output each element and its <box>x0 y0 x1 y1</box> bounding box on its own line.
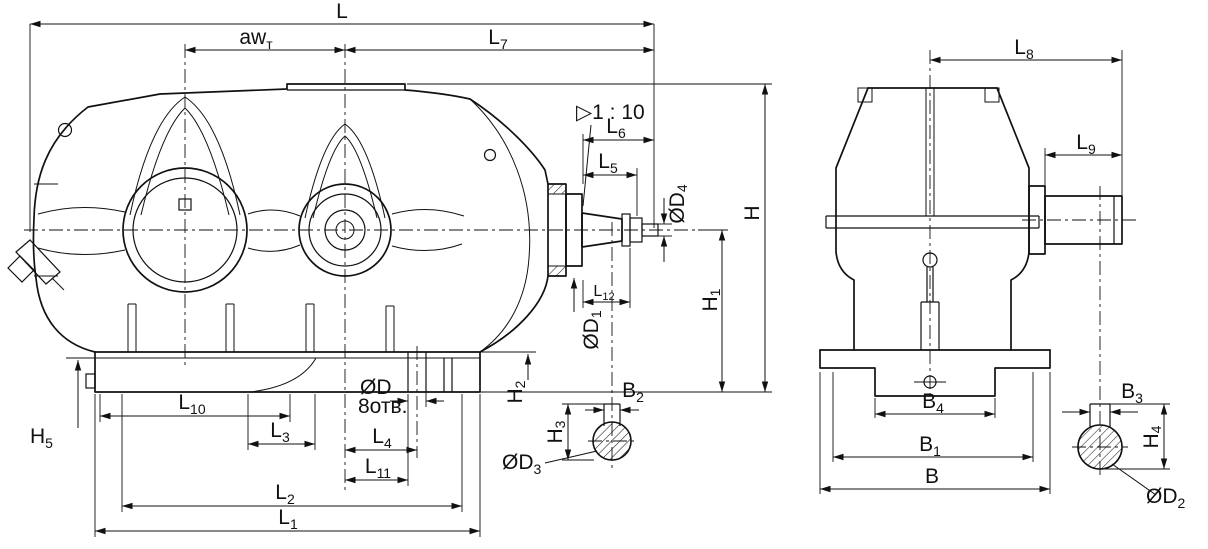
dim-label-d: ØD <box>360 376 392 399</box>
dimension-lines <box>30 20 1168 535</box>
left-view <box>7 83 659 461</box>
housing-end-outline <box>825 87 1040 351</box>
dim-label-h3: H3 <box>544 420 568 443</box>
bottom-rib-lines <box>127 303 395 352</box>
dim-label-l2: L2 <box>275 481 295 507</box>
corner-lug <box>857 87 873 103</box>
dim-label-l10: L10 <box>178 391 205 417</box>
flange-hatch-bottom <box>547 265 567 277</box>
centerlines <box>24 44 1140 492</box>
dim-label-b1: B1 <box>919 433 941 459</box>
cast-web-arches <box>129 96 386 219</box>
corner-lug <box>984 87 1000 103</box>
dim-label-l6: L6 <box>606 115 626 141</box>
dim-label-b4: B4 <box>922 390 944 416</box>
dim-label-b2: B2 <box>622 379 644 405</box>
dim-label-d4: ØD4 <box>666 184 690 224</box>
dim-label-h: H <box>741 205 764 220</box>
dim-label-h5: H5 <box>30 425 53 451</box>
dim-label-d1: ØD1 <box>580 310 604 350</box>
housing-outline-upper <box>32 83 549 353</box>
side-rib-curves <box>34 183 465 277</box>
dim-label-l: L <box>336 0 348 23</box>
base-plate <box>85 351 481 393</box>
dim-label-h1: H1 <box>699 288 723 311</box>
taper-leader <box>582 124 592 207</box>
d3-leader <box>544 450 598 464</box>
flange-hatch-top <box>547 183 567 195</box>
holes-note: 8отв. <box>358 395 408 418</box>
dim-label-b: B <box>925 465 939 488</box>
dim-label-d2: ØD2 <box>1146 485 1186 511</box>
bearing-boss-large-outer <box>122 167 248 293</box>
dim-label-h4: H4 <box>1140 425 1164 448</box>
dim-label-l8: L8 <box>1014 36 1034 62</box>
bolt-hole-top-left <box>57 122 73 138</box>
dimension-labels: L awт L7 ▷1 : 10 L6 L5 ØD4 H H1 ØD1 L12 … <box>30 0 1186 532</box>
dim-label-d3: ØD3 <box>502 451 542 477</box>
dim-label-l7: L7 <box>488 26 508 52</box>
d2-leader <box>1111 463 1157 496</box>
dim-label-l5: L5 <box>598 150 618 176</box>
taper-note: ▷1 : 10 <box>576 101 645 124</box>
base-lug <box>85 373 96 389</box>
dim-label-awt: awт <box>239 26 273 52</box>
bolt-hole-right <box>483 148 497 162</box>
dim-label-l11: L11 <box>365 455 391 481</box>
dim-label-h2: H2 <box>504 380 528 403</box>
drain-plug <box>7 239 65 291</box>
dim-label-b3: B3 <box>1121 380 1143 406</box>
side-sweep-curve <box>469 98 531 353</box>
base-end-view <box>819 349 1051 397</box>
dim-label-l9: L9 <box>1076 131 1096 157</box>
dim-label-l4: L4 <box>372 425 392 451</box>
dim-label-l12: L12 <box>593 283 614 303</box>
dim-label-l1: L1 <box>278 506 298 532</box>
dim-label-l3: L3 <box>270 419 290 445</box>
extension-lines <box>29 24 1170 537</box>
